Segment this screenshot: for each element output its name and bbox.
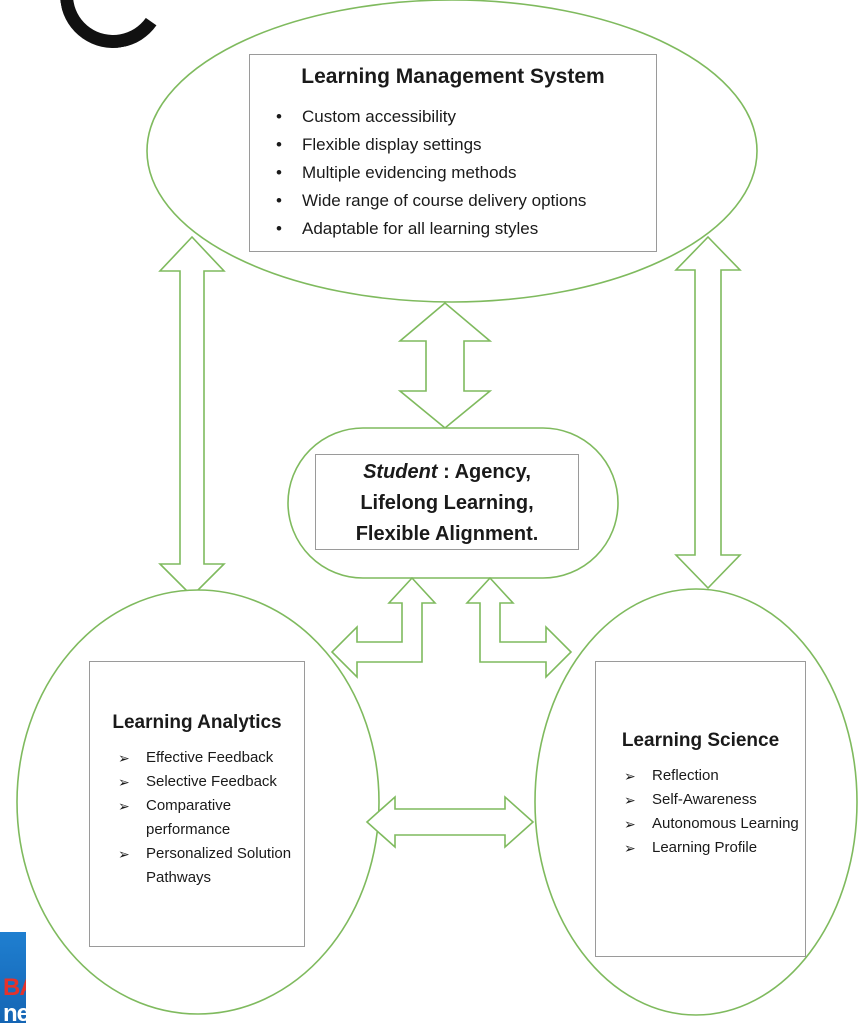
- arrow-lms-analytics: [158, 235, 226, 598]
- list-item: Reflection: [624, 764, 801, 788]
- list-item: Personalized Solution Pathways: [118, 842, 300, 890]
- corner-logo: BA ne: [0, 932, 26, 1023]
- list-item: Selective Feedback: [118, 770, 300, 794]
- student-label: Student: [363, 461, 438, 483]
- arrow-lms-science: [674, 235, 742, 590]
- list-item: Effective Feedback: [118, 746, 300, 770]
- learning-analytics-list: Effective Feedback Selective Feedback Co…: [118, 746, 300, 890]
- student-line-1: Student : Agency,: [316, 457, 578, 488]
- list-item: Self-Awareness: [624, 788, 801, 812]
- list-item: Adaptable for all learning styles: [276, 215, 656, 243]
- lms-title: Learning Management System: [301, 65, 605, 88]
- list-item: Autonomous Learning: [624, 812, 801, 836]
- logo-text: BA: [3, 974, 26, 1001]
- student-box: Student : Agency, Lifelong Learning, Fle…: [315, 454, 579, 550]
- list-item: Custom accessibility: [276, 103, 656, 131]
- learning-science-title: Learning Science: [621, 730, 780, 751]
- student-line-3: Flexible Alignment.: [355, 523, 539, 545]
- lms-box: Learning Management System Custom access…: [249, 54, 657, 252]
- arrow-student-analytics: [330, 576, 437, 679]
- logo-text-2: ne: [3, 1000, 26, 1023]
- list-item: Learning Profile: [624, 836, 801, 860]
- list-item: Comparative performance: [118, 794, 300, 842]
- list-item: Flexible display settings: [276, 131, 656, 159]
- list-item: Wide range of course delivery options: [276, 187, 656, 215]
- learning-science-box: Learning Science Reflection Self-Awarene…: [595, 661, 806, 957]
- learning-analytics-box: Learning Analytics Effective Feedback Se…: [89, 661, 305, 947]
- lms-list: Custom accessibility Flexible display se…: [276, 103, 656, 243]
- arrow-analytics-science: [365, 795, 535, 849]
- arrow-lms-student: [397, 301, 493, 430]
- student-line-2: Lifelong Learning,: [360, 492, 534, 514]
- student-line-1-rest: : Agency,: [437, 461, 531, 483]
- list-item: Multiple evidencing methods: [276, 159, 656, 187]
- learning-science-list: Reflection Self-Awareness Autonomous Lea…: [624, 764, 801, 860]
- arrow-student-science: [465, 576, 573, 679]
- learning-analytics-title: Learning Analytics: [112, 712, 282, 733]
